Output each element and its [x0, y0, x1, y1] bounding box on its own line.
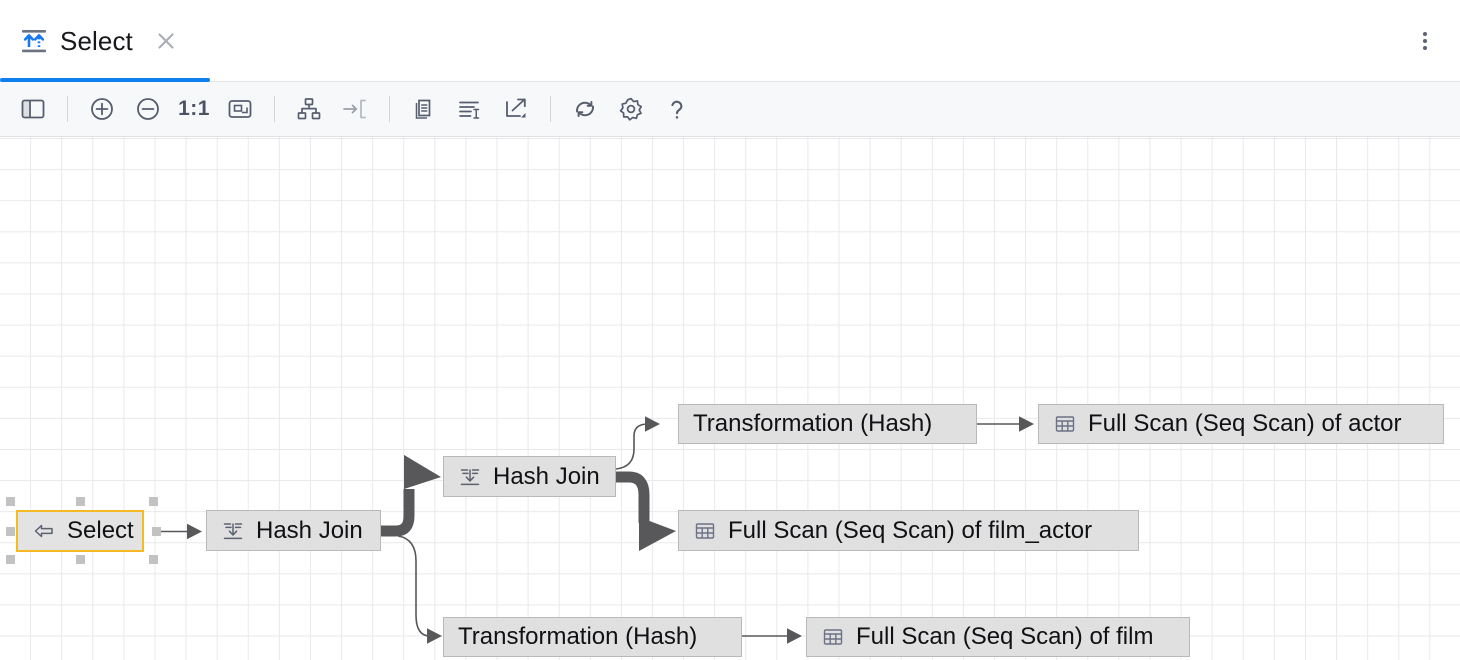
plan-node-transformation-1[interactable]: Transformation (Hash): [678, 404, 977, 444]
toolbar-separator: [67, 96, 68, 122]
tab-select[interactable]: Select: [0, 0, 210, 82]
minus-circle-icon: [135, 96, 161, 122]
edge-hashjoin1-hashjoin2: [381, 455, 441, 537]
table-grid-icon: [821, 625, 845, 649]
plus-circle-icon: [89, 96, 115, 122]
table-grid-icon: [693, 519, 717, 543]
selection-handle[interactable]: [149, 497, 158, 506]
copy-document-icon: [411, 96, 437, 122]
plan-node-label: Hash Join: [493, 462, 600, 490]
plan-node-label: Transformation (Hash): [458, 623, 698, 650]
close-icon[interactable]: [155, 30, 177, 52]
panel-left-icon: [20, 96, 46, 122]
copy-plan-button[interactable]: [401, 88, 447, 130]
fit-screen-button[interactable]: [217, 88, 263, 130]
export-arrow-icon: [502, 96, 530, 122]
layout-hierarchy-button[interactable]: [286, 88, 332, 130]
help-button[interactable]: [654, 88, 700, 130]
zoom-out-button[interactable]: [125, 88, 171, 130]
plan-node-transformation-2[interactable]: Transformation (Hash): [443, 617, 742, 657]
plan-node-label: Select: [67, 517, 134, 544]
selection-handle[interactable]: [76, 555, 85, 564]
kebab-menu-icon[interactable]: [1412, 28, 1438, 54]
plan-node-hash-join-1[interactable]: Hash Join: [206, 510, 381, 551]
edge-hashjoin1-transform2: [397, 535, 442, 644]
active-tab-indicator: [0, 78, 210, 82]
settings-button[interactable]: [608, 88, 654, 130]
arrow-left-outline-icon: [32, 519, 56, 543]
selection-handle[interactable]: [76, 497, 85, 506]
tab-label: Select: [60, 25, 133, 56]
plan-node-label: Full Scan (Seq Scan) of actor: [1088, 410, 1402, 437]
refresh-icon: [571, 96, 599, 122]
plan-node-hash-join-2[interactable]: Hash Join: [443, 456, 616, 497]
refresh-plan-button[interactable]: [562, 88, 608, 130]
selection-handle[interactable]: [6, 497, 15, 506]
text-lines-cursor-icon: [456, 96, 484, 122]
edge-hashjoin2-transform1: [615, 416, 660, 470]
plan-node-full-scan-film-actor[interactable]: Full Scan (Seq Scan) of film_actor: [678, 510, 1139, 551]
toolbar-separator: [274, 96, 275, 122]
edge-layer: [152, 416, 1034, 644]
toolbar-separator: [389, 96, 390, 122]
tab-bar: Select: [0, 0, 1460, 82]
plan-node-full-scan-film[interactable]: Full Scan (Seq Scan) of film: [806, 617, 1190, 657]
plan-node-label: Full Scan (Seq Scan) of film_actor: [728, 516, 1093, 544]
zoom-actual-size-button[interactable]: 1:1: [178, 97, 210, 120]
export-diagram-button[interactable]: [493, 88, 539, 130]
plan-node-label: Full Scan (Seq Scan) of film: [856, 623, 1154, 650]
table-grid-icon: [1053, 412, 1077, 436]
plan-node-label: Hash Join: [256, 516, 363, 544]
toggle-sidebar-button[interactable]: [10, 88, 56, 130]
question-mark-icon: [664, 96, 690, 122]
edge-select-hashjoin1: [152, 523, 202, 540]
tab-bar-actions: [1412, 0, 1438, 82]
plan-diagram-canvas[interactable]: Select Hash Join: [0, 137, 1460, 660]
select-plan-icon: [20, 27, 48, 55]
toolbar-separator: [550, 96, 551, 122]
plan-node-label: Transformation (Hash): [693, 410, 933, 437]
diagram-toolbar: 1:1: [0, 82, 1460, 137]
plan-node-full-scan-actor[interactable]: Full Scan (Seq Scan) of actor: [1038, 404, 1444, 444]
selection-handle[interactable]: [6, 527, 15, 536]
fit-screen-icon: [227, 96, 253, 122]
gear-icon: [618, 96, 644, 122]
show-text-plan-button[interactable]: [447, 88, 493, 130]
hierarchy-icon: [296, 96, 322, 122]
arrow-into-bracket-icon: [340, 96, 370, 122]
zoom-in-button[interactable]: [79, 88, 125, 130]
fit-to-frame-button[interactable]: [332, 88, 378, 130]
selection-handle[interactable]: [6, 555, 15, 564]
plan-node-select[interactable]: Select: [16, 510, 144, 552]
hash-join-icon: [458, 465, 482, 489]
hash-join-icon: [221, 519, 245, 543]
edge-hashjoin2-scanfilmactor: [616, 471, 676, 551]
selection-handle[interactable]: [149, 555, 158, 564]
